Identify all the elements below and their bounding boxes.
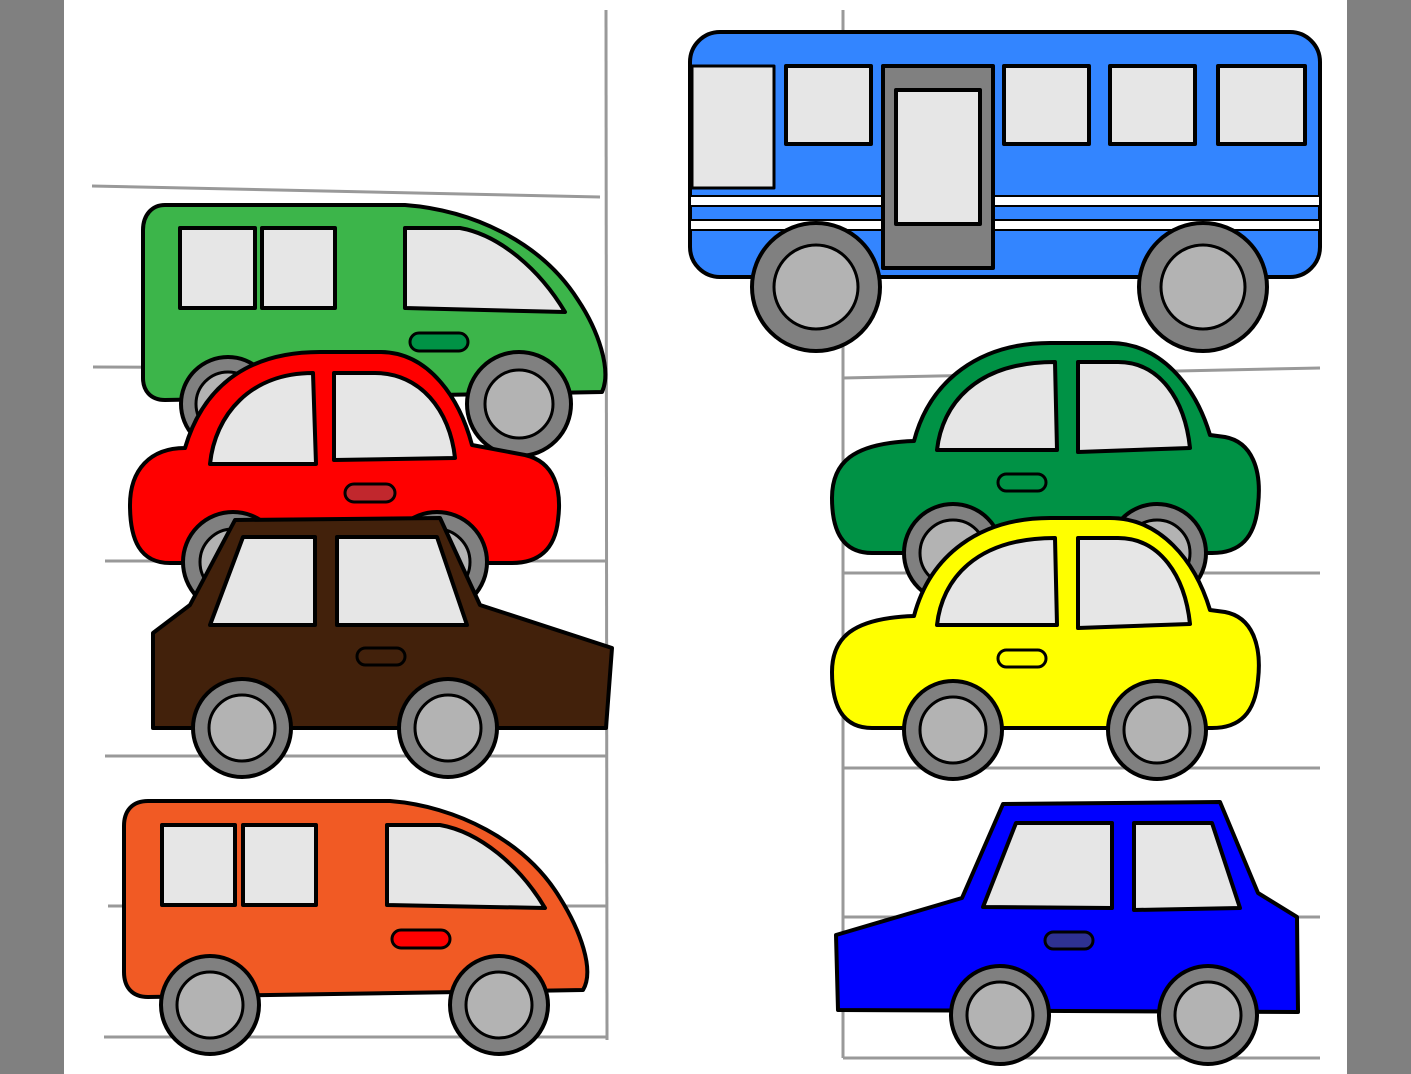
blue-bus-right xyxy=(688,30,1322,353)
left-wall xyxy=(0,0,64,1074)
hub xyxy=(965,980,1035,1050)
brown-sedan-left xyxy=(151,516,614,779)
hub xyxy=(464,970,534,1040)
compact-window xyxy=(935,536,1059,627)
minivan-window xyxy=(241,823,318,907)
left-lot-divider xyxy=(604,9,609,1041)
bus-window xyxy=(784,64,873,146)
bus-stripe xyxy=(689,219,1321,231)
sedan-window xyxy=(981,821,1114,910)
yellow-compact-car-right xyxy=(830,516,1261,781)
left-stall-line xyxy=(91,184,601,199)
sedan-window xyxy=(208,535,317,627)
door-handle xyxy=(1043,930,1095,951)
bus-window xyxy=(690,64,776,190)
bus-window xyxy=(1002,64,1091,146)
minivan-windshield xyxy=(385,823,547,910)
bus-stripe xyxy=(689,195,1321,207)
compact-window xyxy=(935,360,1059,452)
bus-window xyxy=(1108,64,1197,146)
compact-window xyxy=(1076,536,1192,630)
sedan-window xyxy=(335,535,469,627)
hub xyxy=(772,243,860,331)
minivan-window xyxy=(160,823,237,907)
bus-door-window xyxy=(894,88,982,226)
sedan-window xyxy=(1132,821,1242,912)
minivan-window xyxy=(178,226,257,310)
blue-sedan-right xyxy=(834,800,1300,1066)
bus-window xyxy=(1216,64,1307,146)
hub xyxy=(175,970,245,1040)
orange-minivan-left xyxy=(122,799,590,1056)
hub xyxy=(483,368,555,440)
minivan-window xyxy=(260,226,337,310)
compact-window xyxy=(1076,360,1192,454)
door-handle xyxy=(390,928,452,950)
door-handle xyxy=(408,331,470,353)
door-handle xyxy=(996,472,1048,493)
hub xyxy=(918,695,988,765)
compact-window xyxy=(332,371,457,462)
door-handle xyxy=(996,648,1048,669)
hub xyxy=(1159,243,1247,331)
door-handle xyxy=(343,482,397,504)
hub xyxy=(207,693,277,763)
hub xyxy=(1122,695,1192,765)
compact-window xyxy=(208,371,318,466)
hub xyxy=(413,693,483,763)
hub xyxy=(1173,980,1243,1050)
door-handle xyxy=(355,646,407,667)
minivan-windshield xyxy=(403,226,567,314)
right-wall xyxy=(1347,0,1411,1074)
